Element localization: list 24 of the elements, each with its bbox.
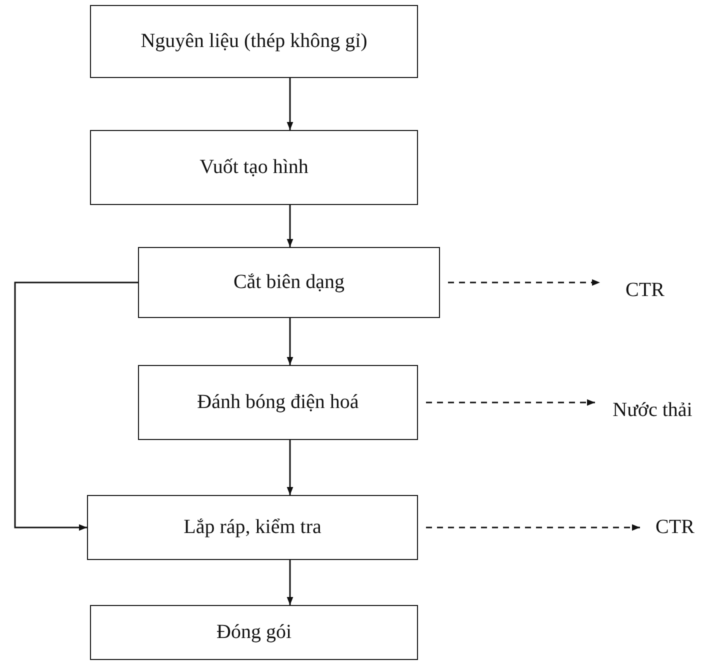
step-label: Cắt biên dạng (233, 271, 345, 294)
process-box (90, 605, 418, 660)
arrow (426, 524, 640, 531)
process-box (138, 365, 418, 440)
process-box (138, 247, 440, 318)
arrow (426, 399, 595, 406)
step-label: Lắp ráp, kiểm tra (184, 516, 322, 539)
arrow (286, 205, 294, 247)
arrow (14, 282, 138, 531)
output-label: CTR (626, 278, 664, 302)
step-label: Nguyên liệu (thép không gỉ) (140, 30, 368, 53)
arrow (286, 78, 294, 130)
arrow (448, 279, 600, 286)
output-label: Nước thải (612, 398, 692, 422)
arrow (286, 318, 294, 365)
process-box (90, 130, 418, 205)
step-label: Đóng gói (216, 621, 292, 644)
step-label: Đánh bóng điện hoá (197, 391, 359, 414)
arrow (286, 440, 294, 495)
process-box (87, 495, 418, 560)
process-box (90, 5, 418, 78)
output-label: CTR (656, 516, 694, 538)
arrow (286, 560, 294, 605)
step-label: Vuốt tạo hình (200, 156, 308, 179)
